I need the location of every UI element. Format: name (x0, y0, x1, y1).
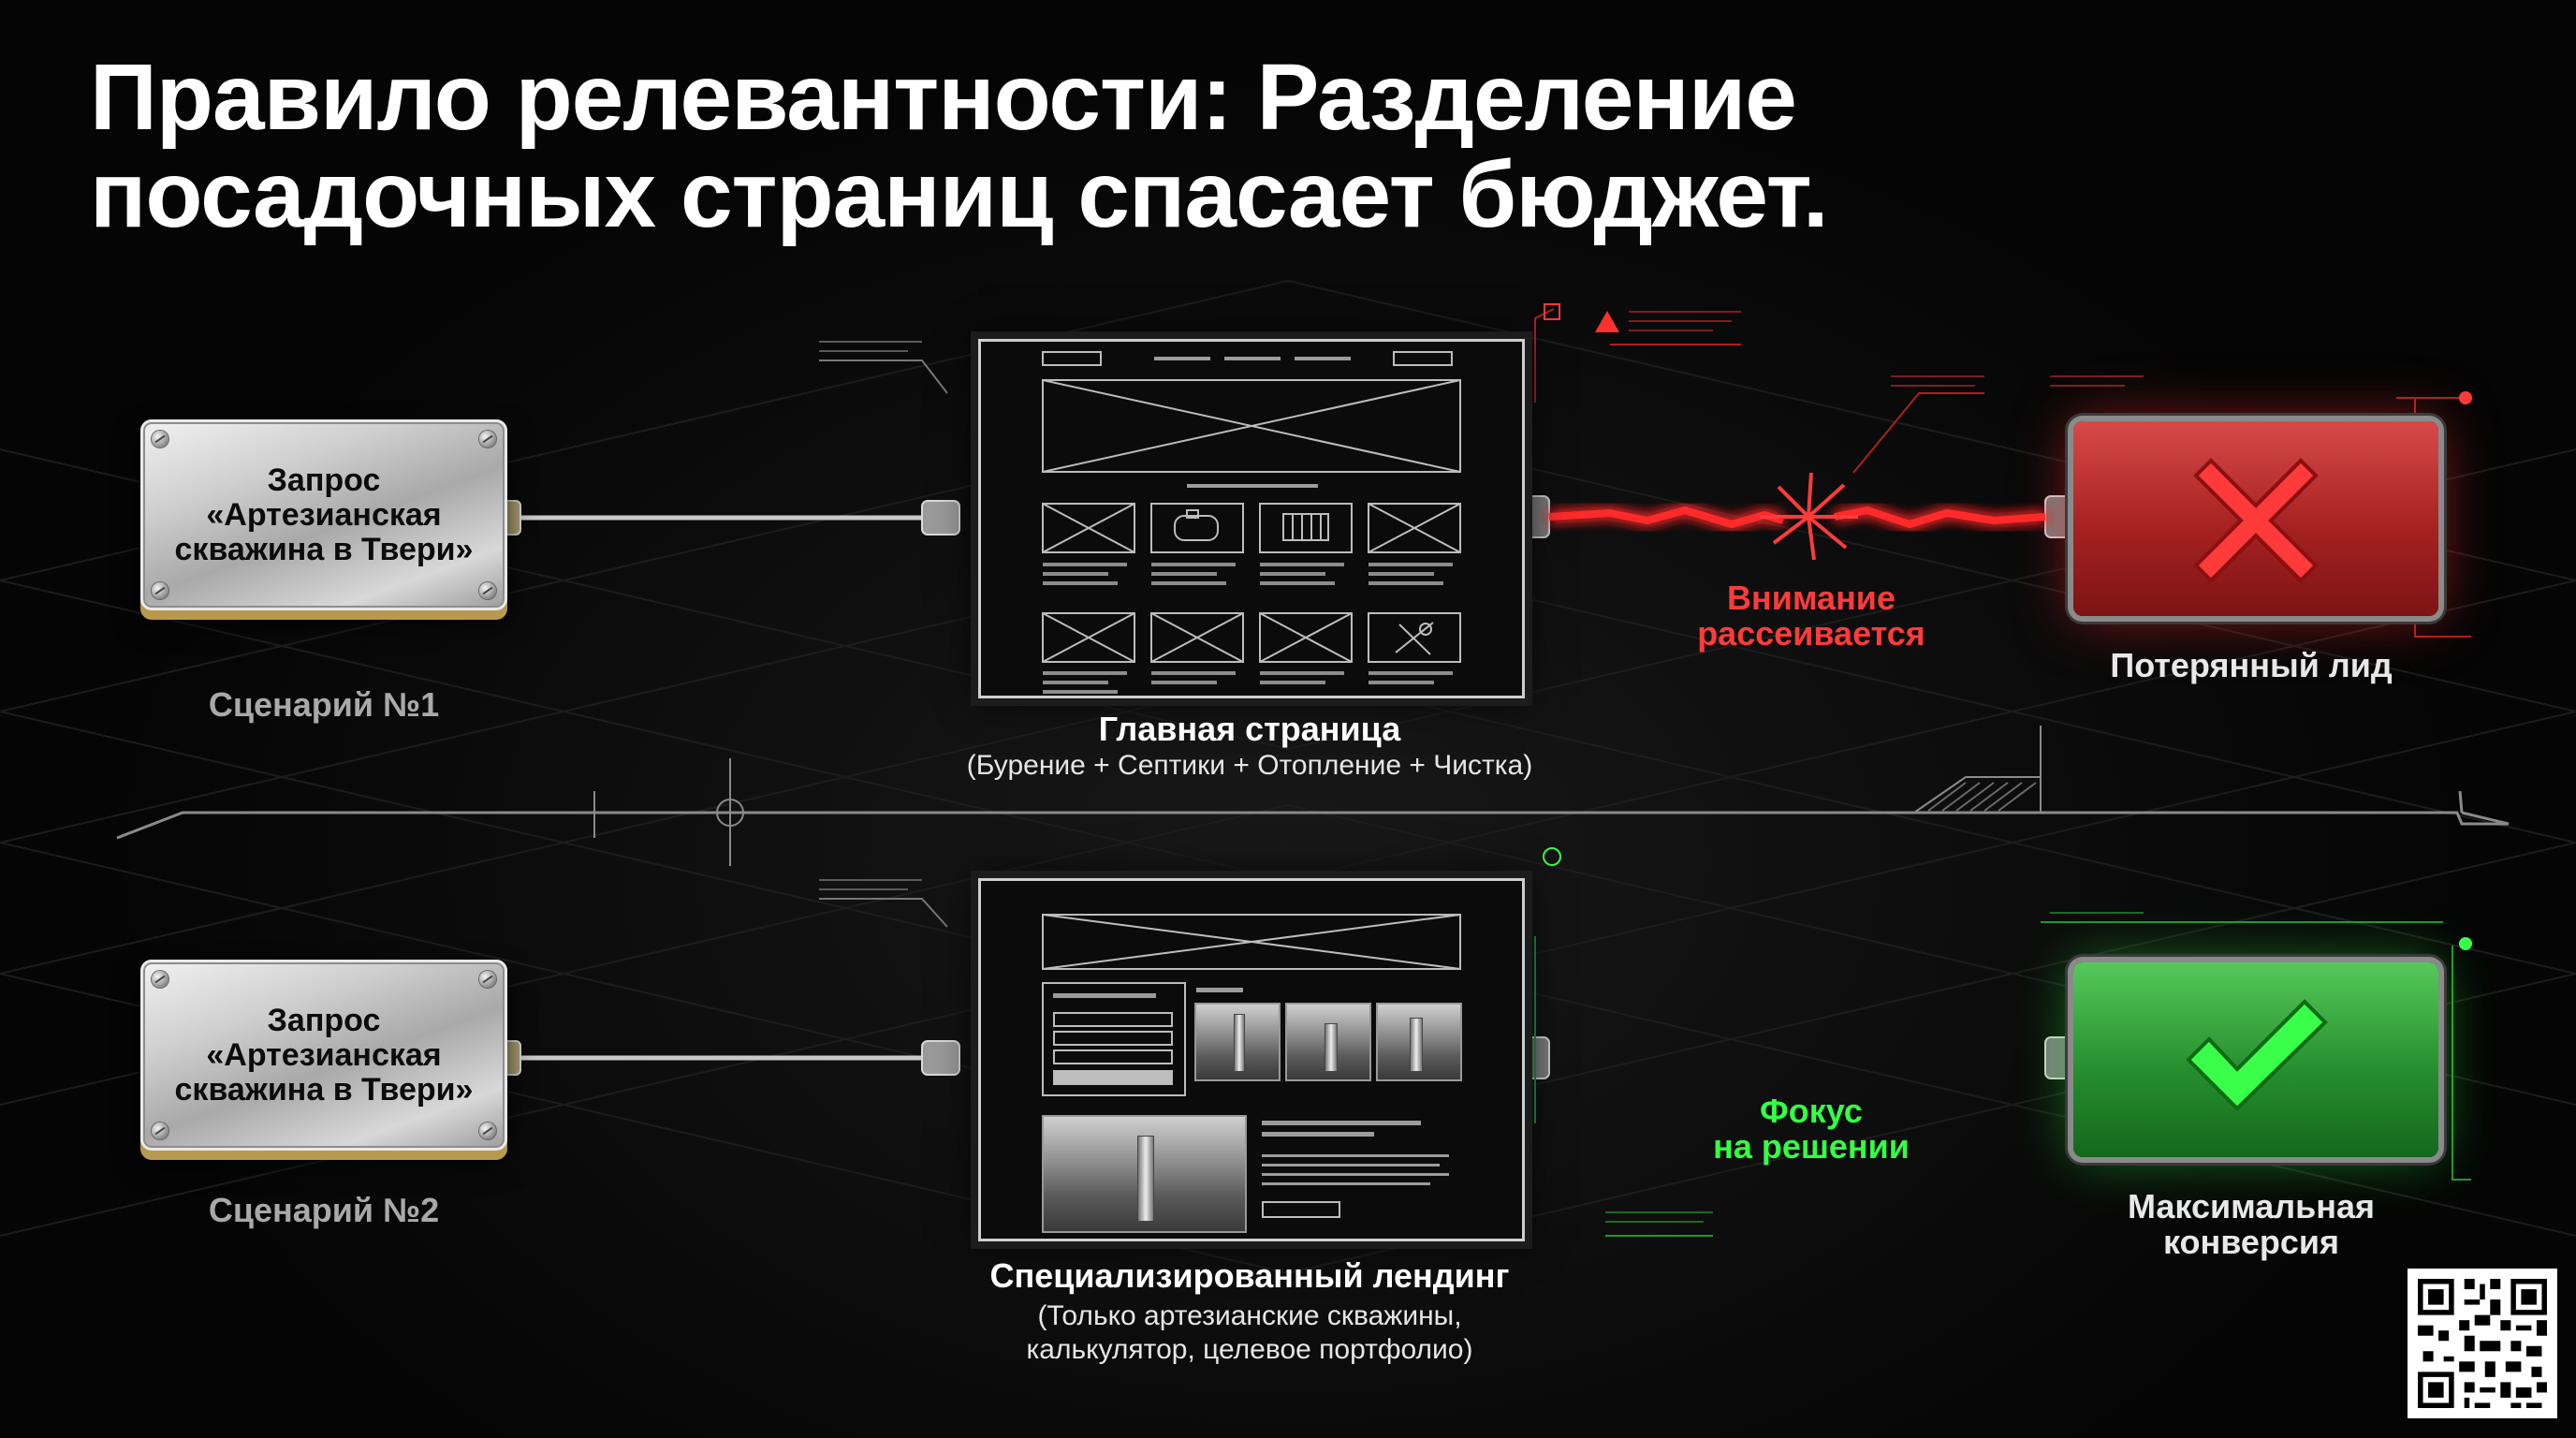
scenario-label-2: Сценарий №2 (208, 1191, 440, 1229)
page-title: Правило релевантности: Разделение посадо… (90, 49, 2149, 243)
main-page-title: Главная страница (1098, 710, 1401, 748)
main-page-mockup (978, 339, 1525, 698)
query-plate-1: Запрос «Артезианская скважина в Твери» (140, 419, 507, 610)
well-photo (1042, 1115, 1247, 1233)
qr-code-icon[interactable] (2408, 1269, 2557, 1418)
flow-label-attention: Внимание рассеивается (1697, 579, 1925, 653)
warning-triangle-icon (1595, 311, 1619, 332)
query-text-2: Запрос «Артезианская скважина в Твери» (174, 1002, 474, 1108)
hatch-block (1927, 782, 2037, 812)
landing-hero-placeholder (1042, 914, 1461, 970)
order-form-placeholder (1042, 982, 1186, 1096)
result-box-conversion (2073, 962, 2438, 1157)
flow-label-focus: Фокус на решении (1713, 1092, 1910, 1166)
landing-page-subtitle: (Только артезианские скважины, калькулят… (1026, 1300, 1473, 1365)
query-plate-2: Запрос «Артезианская скважина в Твери» (140, 960, 507, 1151)
landing-page-mockup (978, 878, 1525, 1241)
check-icon (2186, 999, 2328, 1111)
result-label-conversion: Максимальная конверсия (2127, 1187, 2376, 1261)
divider-line (116, 790, 2510, 840)
landing-page-title: Специализированный лендинг (989, 1256, 1510, 1295)
cross-icon (2193, 458, 2319, 583)
title-line-1: Правило релевантности: Разделение (90, 45, 1797, 150)
hero-image-placeholder (1042, 379, 1461, 473)
laser-break-sparks (1760, 472, 1858, 561)
result-label-lost: Потерянный лид (2110, 646, 2393, 684)
main-page-subtitle: (Бурение + Септики + Отопление + Чистка) (966, 750, 1533, 781)
result-box-lost (2073, 421, 2438, 616)
query-text-1: Запрос «Артезианская скважина в Твери» (174, 462, 474, 567)
title-line-2: посадочных страниц спасает бюджет. (90, 142, 1829, 247)
scenario-label-1: Сценарий №1 (208, 685, 440, 724)
